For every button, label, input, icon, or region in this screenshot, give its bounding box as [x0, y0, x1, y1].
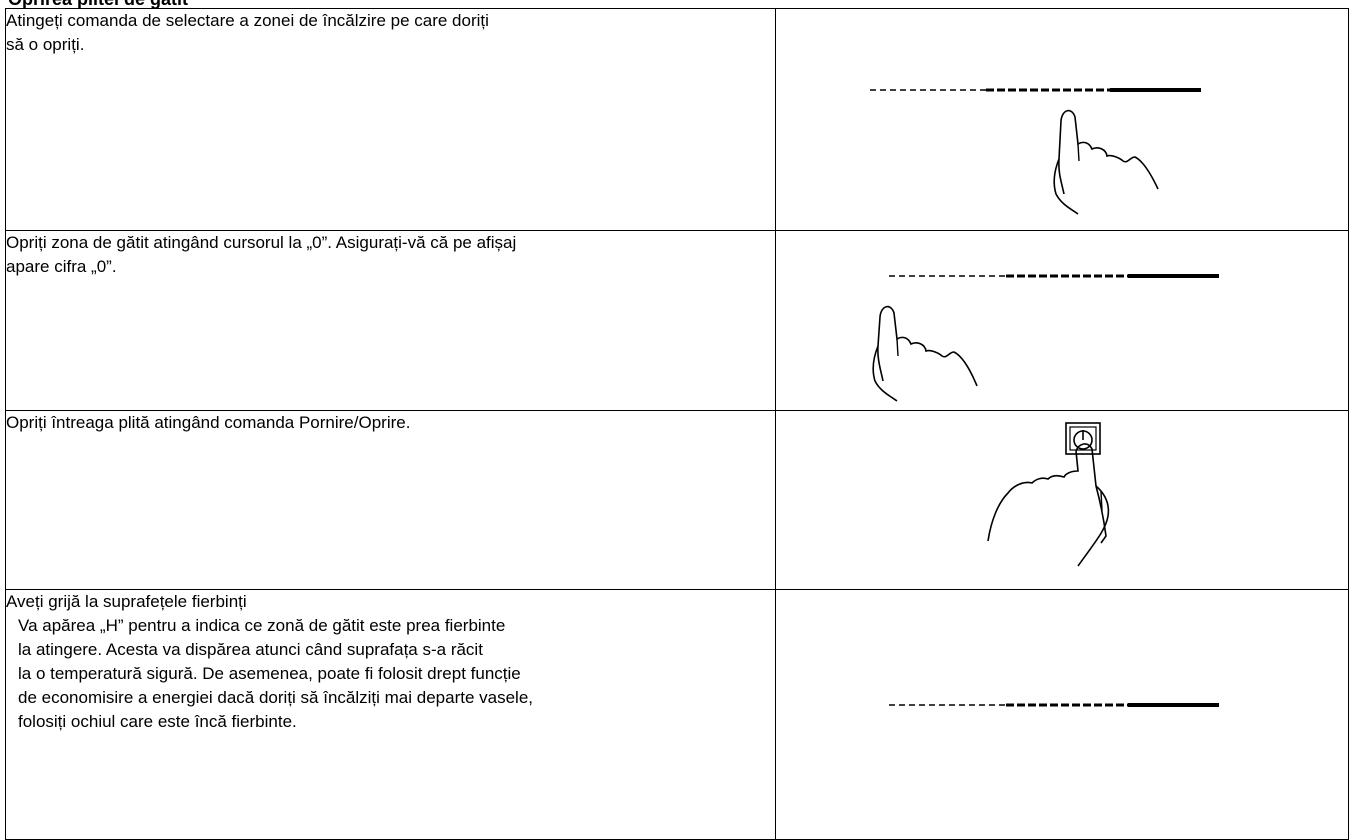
- instruction-text-cell: Atingeți comanda de selectare a zonei de…: [5, 7, 776, 232]
- instruction-text: Va apărea „H” pentru a indica ce zonă de…: [18, 616, 506, 636]
- instruction-row: Opriți zona de gătit atingând cursorul l…: [5, 230, 1349, 412]
- instruction-text: de economisire a energiei dacă doriți să…: [18, 688, 533, 708]
- section-title: Oprirea plitei de gătit: [8, 0, 188, 10]
- instruction-text: Atingeți comanda de selectare a zonei de…: [6, 11, 489, 54]
- illustration-cell: [775, 410, 1349, 591]
- instruction-text: Opriți zona de gătit atingând cursorul l…: [6, 233, 517, 277]
- instruction-row: Atingeți comanda de selectare a zonei de…: [5, 7, 1349, 232]
- slider-bar-icon: [889, 703, 1219, 708]
- slider-with-pointing-hand-icon: [870, 88, 1201, 215]
- instruction-text: la o temperatură sigură. De asemenea, po…: [18, 664, 521, 684]
- illustration-cell: [775, 7, 1349, 232]
- instruction-heading: Aveți grijă la suprafețele fierbinți: [6, 592, 247, 612]
- instruction-text-cell: Opriți întreaga plită atingând comanda P…: [5, 410, 776, 591]
- instruction-text-cell: Opriți zona de gătit atingând cursorul l…: [5, 230, 776, 412]
- instruction-text: folosiți ochiul care este încă fierbinte…: [18, 712, 297, 732]
- instruction-text: la atingere. Acesta va dispărea atunci c…: [18, 640, 483, 660]
- hand-pressing-power-button-icon: [987, 422, 1110, 567]
- illustration-cell: [775, 589, 1349, 840]
- illustration-cell: [775, 230, 1349, 412]
- slider-with-hand-at-zero-icon: [872, 274, 1219, 402]
- instruction-text: Opriți întreaga plită atingând comanda P…: [6, 413, 411, 433]
- instruction-text-cell: Aveți grijă la suprafețele fierbinți Va …: [5, 589, 776, 840]
- instruction-row: Opriți întreaga plită atingând comanda P…: [5, 410, 1349, 591]
- instruction-row: Aveți grijă la suprafețele fierbinți Va …: [5, 589, 1349, 840]
- instruction-table: Atingeți comanda de selectare a zonei de…: [5, 7, 1349, 840]
